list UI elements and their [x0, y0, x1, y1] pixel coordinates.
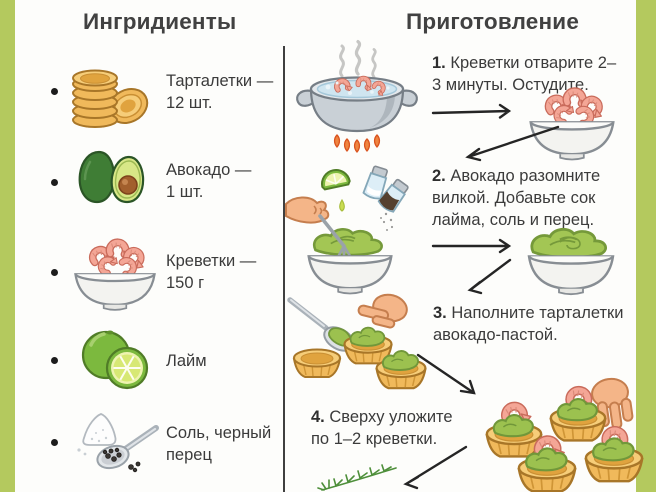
arrow-down-left-icon	[396, 444, 472, 490]
step-number: 3.	[433, 304, 447, 322]
bullet	[51, 357, 58, 364]
lime-icon	[80, 328, 150, 392]
bullet	[51, 439, 58, 446]
ingredients-title: Ингридиенты	[83, 9, 237, 34]
ingredient-label: Тарталетки — 12 шт.	[166, 72, 274, 112]
ingredient-label: Соль, черный перец	[166, 424, 272, 464]
shrimp-bowl-icon	[70, 234, 160, 311]
step-text: 1. Креветки отварите 2–3 минуты. Остудит…	[432, 54, 617, 94]
ingredient-label: Авокадо — 1 шт.	[166, 161, 252, 201]
step-number: 2.	[432, 167, 446, 185]
avocado-icon	[76, 146, 154, 216]
step-text: 3. Наполните тарталетки авокадо-пастой.	[433, 304, 624, 344]
bullet	[51, 269, 58, 276]
step-number: 1.	[432, 54, 446, 72]
step-number: 4.	[311, 408, 325, 426]
filling-tartlets-icon	[286, 292, 430, 394]
arrow-down-left-icon	[456, 124, 564, 164]
salt-pepper-icon	[68, 406, 162, 474]
dill-sprig-icon	[316, 464, 400, 492]
tartlets-stack-icon	[66, 48, 154, 134]
ingredient-label: Лайм	[166, 352, 207, 370]
bullet	[51, 88, 58, 95]
ingredient-label: Креветки — 150 г	[166, 252, 257, 292]
bowl-of-avocado-paste-icon	[522, 224, 620, 296]
step-text: 2. Авокадо разомните вилкой. Добавьте со…	[432, 167, 601, 229]
bullet	[51, 179, 58, 186]
left-accent-bar	[0, 0, 15, 492]
arrow-down-right-icon	[413, 351, 483, 401]
arrow-right-icon	[430, 237, 518, 255]
column-divider	[283, 46, 285, 492]
tartlets-with-shrimp-icon	[450, 377, 648, 490]
step-text: 4. Сверху уложите по 1–2 креветки.	[311, 408, 453, 448]
preparation-title: Приготовление	[406, 9, 580, 34]
boiling-pot-icon	[290, 39, 424, 156]
right-accent-bar	[636, 0, 656, 492]
arrow-right-icon	[430, 103, 518, 121]
arrow-down-left-icon	[460, 257, 516, 297]
mashing-avocado-icon	[285, 158, 418, 295]
